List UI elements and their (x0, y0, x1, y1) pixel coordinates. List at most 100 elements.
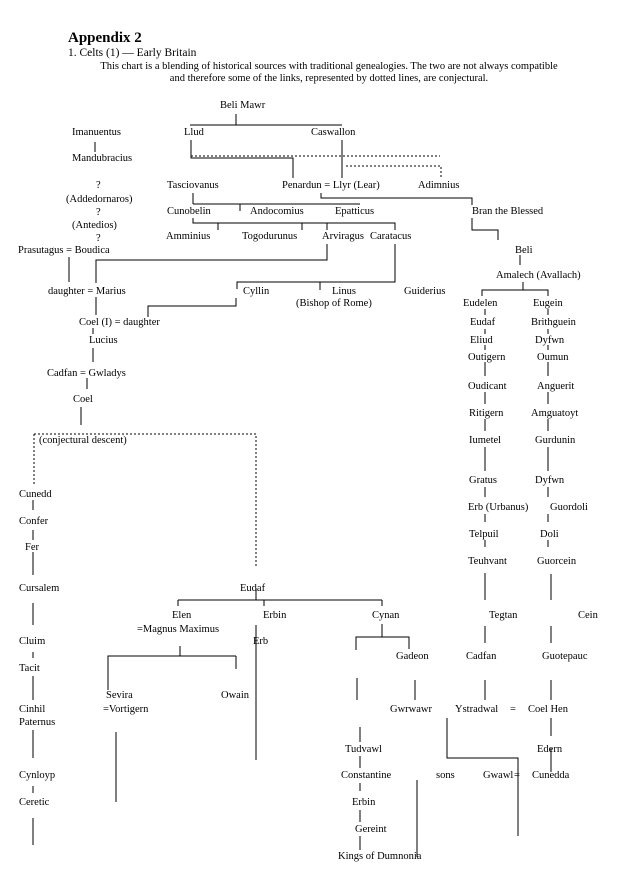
person-beli: Beli (515, 245, 533, 256)
person-gwrwawr: Gwrwawr (390, 704, 432, 715)
person-confer: Confer (19, 516, 49, 527)
person-bran: Bran the Blessed (472, 206, 544, 217)
person-linus-note: (Bishop of Rome) (296, 298, 372, 309)
person-cluim: Cluim (19, 636, 46, 647)
person-eudaf-1: Eudaf (470, 317, 496, 328)
person-cunedda: Cunedda (532, 770, 570, 781)
person-erb: Erb (253, 636, 269, 647)
lineage-line (107, 646, 237, 690)
person-guiderius: Guiderius (404, 286, 446, 297)
person-guorcein: Guorcein (537, 556, 577, 567)
person-beli-mawr: Beli Mawr (220, 100, 266, 111)
person-arviragus: Arviragus (322, 231, 364, 242)
person-mandubracius: Mandubracius (72, 153, 133, 164)
person-cunedd: Cunedd (19, 489, 52, 500)
lineage-line (192, 193, 360, 211)
chart-subtitle: 1. Celts (1) — Early Britain (68, 47, 197, 59)
lineage-line (346, 165, 442, 178)
person-tudvawl: Tudvawl (345, 744, 382, 755)
person-prasutagus-boudica: Prasutagus = Boudica (18, 245, 110, 256)
lineage-line (95, 244, 328, 283)
person-erbin-2: Erbin (352, 797, 376, 808)
person-tegtan: Tegtan (489, 610, 518, 621)
person-iumetel: Iumetel (469, 435, 502, 446)
person-guordoli: Guordoli (550, 502, 588, 513)
person-erb-urbanus: Erb (Urbanus) (468, 502, 529, 513)
person-llud: Llud (184, 127, 204, 138)
person-sons: sons (436, 770, 455, 781)
person-doli: Doli (540, 529, 559, 540)
person-gadeon: Gadeon (396, 651, 429, 662)
person-eliud: Eliud (470, 335, 493, 346)
person-tacit: Tacit (19, 663, 40, 674)
person-coel: Coel (73, 394, 93, 405)
person-cunobelin: Cunobelin (167, 206, 211, 217)
person-outigern: Outigern (468, 352, 506, 363)
person-cursalem: Cursalem (19, 583, 60, 594)
person-fer: Fer (25, 542, 39, 553)
person-togodurunus: Togodurunus (242, 231, 298, 242)
lineage-line (86, 328, 94, 389)
person-kings-dumnonia: Kings of Dumnonia (338, 851, 422, 862)
person-teuhvant: Teuhvant (468, 556, 507, 567)
person-caratacus: Caratacus (370, 231, 412, 242)
person-coel-daughter: Coel (I) = daughter (79, 317, 160, 328)
person-andocomius: Andocomius (250, 206, 304, 217)
person-conjectural: (conjectural descent) (39, 435, 127, 446)
page-title: Appendix 2 (68, 30, 142, 46)
person-cadfan-gwladys: Cadfan = Gwladys (47, 368, 126, 379)
person-telpuil: Telpuil (469, 529, 499, 540)
person-cadfan: Cadfan (466, 651, 497, 662)
person-cyllin: Cyllin (243, 286, 270, 297)
person-cinhil: Cinhil (19, 704, 46, 715)
person-amalech: Amalech (Avallach) (496, 270, 581, 281)
person-imanuentus: Imanuentus (72, 127, 121, 138)
person-dyfwn-1: Dyfwn (535, 335, 565, 346)
lineage-line (355, 624, 410, 650)
person-anguerit: Anguerit (537, 381, 575, 392)
lineage-line (190, 114, 342, 126)
person-constantine: Constantine (341, 770, 392, 781)
intro-note: This chart is a blending of historical s… (100, 61, 558, 84)
lineage-line (147, 298, 237, 317)
person-paternus: Paternus (19, 717, 56, 728)
person-dyfwn-2: Dyfwn (535, 475, 565, 486)
lineage-line (190, 140, 294, 178)
person-brithguein: Brithguein (531, 317, 576, 328)
lineage-line (471, 218, 499, 240)
person-gratus: Gratus (469, 475, 497, 486)
lineage-line (446, 718, 519, 836)
person-sevira: Sevira (106, 690, 133, 701)
person-unknown-3: ? (96, 233, 101, 244)
person-ystradwal: Ystradwal (455, 704, 499, 715)
person-penardun-llyr: Penardun = Llyr (Lear) (282, 180, 380, 191)
person-oudicant: Oudicant (468, 381, 507, 392)
lineage-line (481, 282, 549, 296)
person-elen: Elen (172, 610, 192, 621)
lineage-line (33, 433, 257, 568)
lineage-line (320, 193, 473, 205)
person-addedornaros: (Addedornaros) (66, 194, 133, 205)
person-amminius: Amminius (166, 231, 211, 242)
person-eudaf-2: Eudaf (240, 583, 266, 594)
person-adimnius: Adimnius (418, 180, 460, 191)
person-tasciovanus: Tasciovanus (167, 180, 219, 191)
person-ceretic: Ceretic (19, 797, 50, 808)
person-coel-hen: Coel Hen (528, 704, 568, 715)
person-erbin-1: Erbin (263, 610, 287, 621)
person-cynloyp: Cynloyp (19, 770, 56, 781)
person-magnus-maximus: =Magnus Maximus (137, 624, 220, 635)
person-eugein: Eugein (533, 298, 563, 309)
lineage-line (236, 244, 396, 290)
person-vortigern: =Vortigern (103, 704, 149, 715)
lineage-line (177, 588, 383, 606)
person-cynan: Cynan (372, 610, 400, 621)
person-unknown-1: ? (96, 180, 101, 191)
person-gereint: Gereint (355, 824, 387, 835)
person-ritigern: Ritigern (469, 408, 504, 419)
person-daughter-marius: daughter = Marius (48, 286, 126, 297)
person-guotepauc: Guotepauc (542, 651, 588, 662)
person-cein: Cein (578, 610, 598, 621)
